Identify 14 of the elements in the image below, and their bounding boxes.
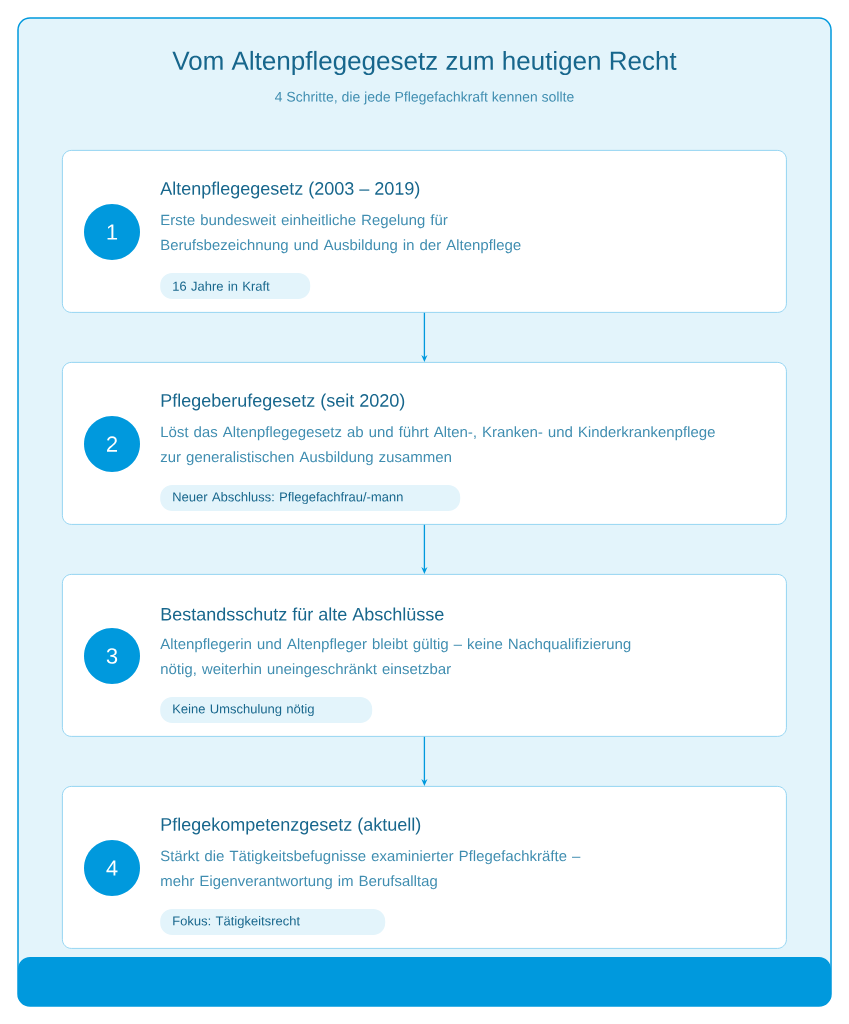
- tag-pill: 16 Jahre in Kraft: [160, 273, 311, 299]
- step-title: Bestandsschutz für alte Abschlüsse: [161, 607, 444, 621]
- subtitle: 4 Schritte, die jede Pflegefachkraft kennen sollte: [275, 91, 574, 105]
- tag-pill: Fokus: Tätigkeitsrecht: [160, 909, 386, 935]
- step-title: Pflegeberufegesetz (seit 2020): [161, 393, 405, 411]
- title: Vom Altenpflegegesetz zum heutigen Recht: [172, 50, 677, 76]
- step-title: Pflegekompetenzgesetz (aktuell): [161, 817, 421, 835]
- step-description: Altenpflegerin und Altenpfleger bleibt gültig – keine Nachqualifizierung nötig, weiterhin uneingeschränkt einsetzbar: [160, 638, 631, 678]
- step-description: Löst das Altenpflegegesetz ab und führt Alten-, Kranken- und Kinderkrankenpflege zur generalistischen Ausbildung zusammen: [160, 426, 715, 466]
- tag-pill: Keine Umschulung nötig: [160, 697, 373, 723]
- step-description: Erste bundesweit einheitliche Regelung für Berufsbezeichnung und Ausbildung in der Altenpflege: [161, 214, 521, 254]
- step-title: Altenpflegegesetz (2003 – 2019): [160, 181, 420, 199]
- tag-pill: Neuer Abschluss: Pflegefachfrau/-mann: [160, 485, 461, 511]
- step-description: Stärkt die Tätigkeitsbefugnisse examinierter Pflegefachkräfte – mehr Eigenverantwortung im Berufsalltag: [160, 850, 581, 890]
